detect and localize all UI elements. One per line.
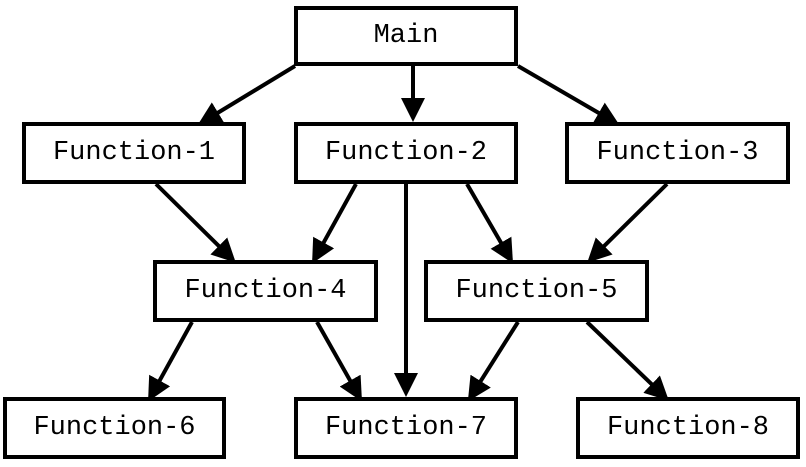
node-label-function-2: Function-2	[324, 138, 488, 168]
node-function-8: Function-8	[576, 397, 800, 459]
node-label-function-3: Function-3	[596, 138, 759, 168]
node-function-7: Function-7	[294, 397, 518, 459]
node-main: Main	[294, 6, 518, 66]
node-label-function-5: Function-5	[455, 276, 618, 306]
node-label-function-6: Function-6	[33, 413, 196, 443]
edge-main-to-f3	[516, 64, 620, 126]
edge-f5-to-f7	[467, 320, 520, 402]
edge-f3-to-f5	[587, 182, 669, 263]
edge-f2-to-f4	[312, 183, 358, 264]
edge-f4-to-f7	[315, 321, 362, 402]
node-function-2: Function-2	[294, 122, 518, 184]
node-label-function-4: Function-4	[184, 276, 347, 306]
node-function-1: Function-1	[22, 122, 246, 184]
node-label-main: Main	[373, 21, 439, 51]
node-function-4: Function-4	[153, 260, 378, 322]
node-label-function-7: Function-7	[324, 413, 488, 443]
node-label-function-1: Function-1	[52, 138, 216, 168]
node-function-3: Function-3	[565, 122, 790, 184]
edge-f5-to-f8	[585, 320, 669, 401]
edge-main-to-f1	[197, 64, 297, 126]
edge-f1-to-f4	[154, 182, 236, 263]
edge-f2-to-f5	[465, 182, 514, 264]
node-label-function-8: Function-8	[606, 413, 770, 443]
node-function-6: Function-6	[3, 397, 226, 459]
edge-f4-to-f6	[148, 321, 194, 402]
node-function-5: Function-5	[424, 260, 649, 322]
